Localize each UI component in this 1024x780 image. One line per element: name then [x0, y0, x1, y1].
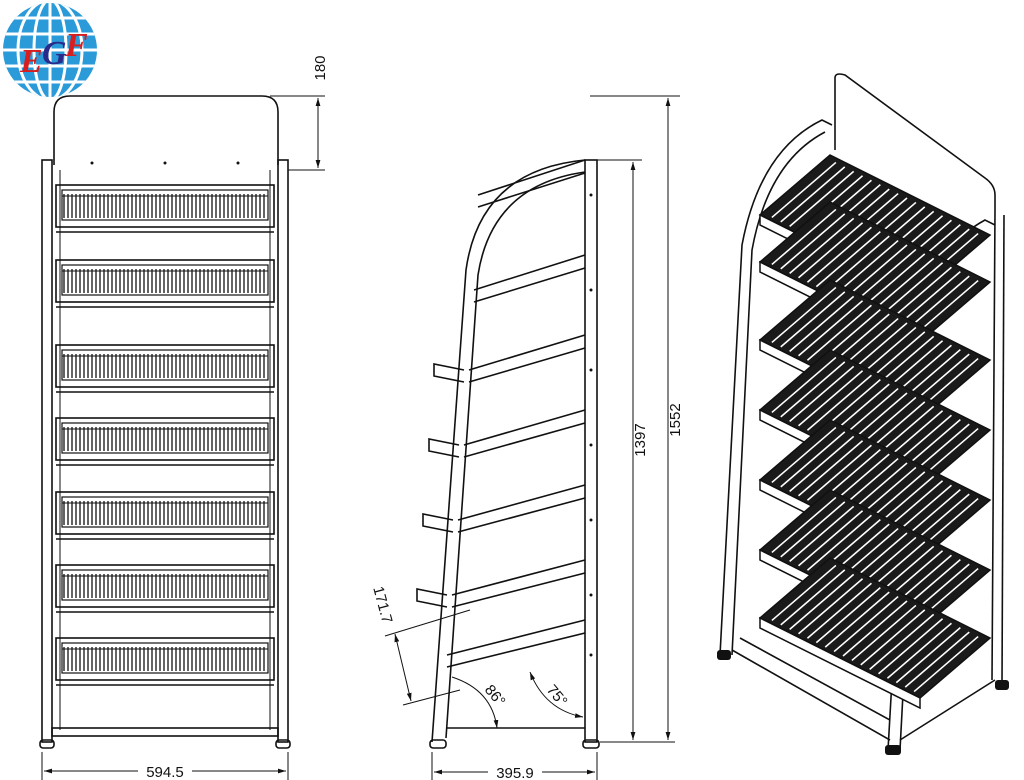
- logo-letter-f: F: [64, 27, 88, 64]
- side-shelf: [416, 559, 593, 608]
- front-shelf-basket: [55, 417, 275, 466]
- logo-letter-g: G: [42, 35, 67, 72]
- left-post: [41, 159, 53, 743]
- front-shelf-basket: [55, 344, 275, 393]
- front-shelf-basket: [55, 491, 275, 540]
- side-shelf: [473, 254, 593, 303]
- side-shelf: [477, 159, 593, 208]
- front-shelf-basket: [55, 637, 275, 686]
- side-view: [416, 159, 600, 749]
- total-height-dimension: 1552: [667, 403, 684, 436]
- front-shelf-basket: [55, 564, 275, 613]
- front-view: [39, 95, 291, 749]
- iso-left-arch: [719, 119, 833, 656]
- front-shelf-basket: [55, 184, 275, 233]
- shelf-angle-label: 75°: [543, 682, 571, 710]
- shelf-spacing-dimension: 171.7: [369, 585, 395, 626]
- header-panel: [53, 95, 279, 165]
- back-post: [584, 159, 598, 743]
- front-angle-label: 86°: [481, 682, 509, 710]
- egf-logo: E G F: [3, 3, 97, 97]
- side-shelf: [433, 334, 593, 383]
- frame-height-dimension: 1397: [632, 423, 649, 456]
- logo-letter-e: E: [19, 43, 43, 80]
- front-shelf-basket: [55, 259, 275, 308]
- iso-shelf: [758, 557, 992, 710]
- depth-dimension: 395.9: [496, 765, 534, 780]
- right-post: [277, 159, 289, 743]
- iso-header-panel: [834, 73, 996, 210]
- front-arch-outer: [431, 159, 586, 743]
- header-height-dimension: 180: [312, 55, 329, 80]
- front-arch-inner: [445, 171, 586, 739]
- isometric-view: [717, 73, 1009, 755]
- side-shelf: [422, 484, 593, 533]
- side-shelf: [428, 409, 593, 458]
- width-dimension: 594.5: [146, 764, 184, 780]
- side-shelf: [446, 619, 593, 668]
